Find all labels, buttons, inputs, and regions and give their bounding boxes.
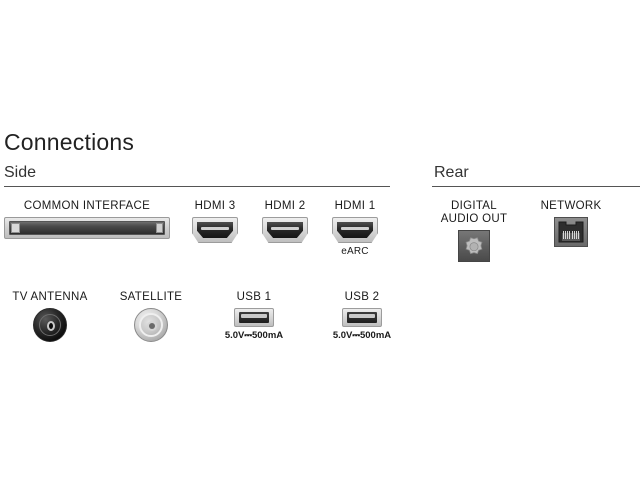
section-divider-rear	[432, 186, 640, 187]
ci-slot-icon	[4, 217, 170, 239]
port-satellite: SATELLITE	[110, 291, 192, 342]
section-divider-side	[4, 186, 390, 187]
port-label-satellite: SATELLITE	[119, 291, 183, 303]
port-label-hdmi-2: HDMI 2	[264, 200, 306, 212]
section-heading-rear: Rear	[434, 164, 469, 181]
port-label-hdmi-3: HDMI 3	[194, 200, 236, 212]
port-label-usb-1: USB 1	[236, 291, 272, 303]
port-usb-1: USB 1 5.0V⎓500mA	[206, 291, 302, 342]
port-sublabel-usb-2-power: 5.0V⎓500mA	[332, 330, 392, 341]
usb-port-icon	[234, 308, 274, 327]
coax-satellite-icon	[134, 308, 168, 342]
port-hdmi-1: HDMI 1 eARC	[324, 200, 386, 258]
optical-spdif-icon	[458, 230, 490, 262]
port-hdmi-2: HDMI 2	[254, 200, 316, 243]
port-usb-2: USB 2 5.0V⎓500mA	[314, 291, 410, 342]
port-digital-audio-out: DIGITAL AUDIO OUT	[426, 200, 522, 262]
port-label-network: NETWORK	[540, 200, 602, 212]
coax-antenna-icon	[33, 308, 67, 342]
port-hdmi-3: HDMI 3	[184, 200, 246, 243]
usb-port-icon	[342, 308, 382, 327]
hdmi-port-icon	[262, 217, 308, 243]
port-label-usb-2: USB 2	[344, 291, 380, 303]
rj45-pins	[563, 231, 579, 239]
port-network: NETWORK	[530, 200, 612, 247]
section-heading-side: Side	[4, 164, 37, 181]
hdmi-port-icon	[332, 217, 378, 243]
port-sublabel-usb-1-power: 5.0V⎓500mA	[224, 330, 284, 341]
port-label-tv-antenna: TV ANTENNA	[12, 291, 88, 303]
port-label-common-interface: COMMON INTERFACE	[23, 200, 151, 212]
port-common-interface: COMMON INTERFACE	[4, 200, 170, 239]
page-title: Connections	[4, 129, 135, 155]
rj45-network-icon	[554, 217, 588, 247]
port-label-hdmi-1: HDMI 1	[334, 200, 376, 212]
port-label-digital-audio-out: DIGITAL AUDIO OUT	[440, 200, 508, 225]
hdmi-port-icon	[192, 217, 238, 243]
port-tv-antenna: TV ANTENNA	[4, 291, 96, 342]
port-sublabel-earc: eARC	[341, 246, 369, 257]
